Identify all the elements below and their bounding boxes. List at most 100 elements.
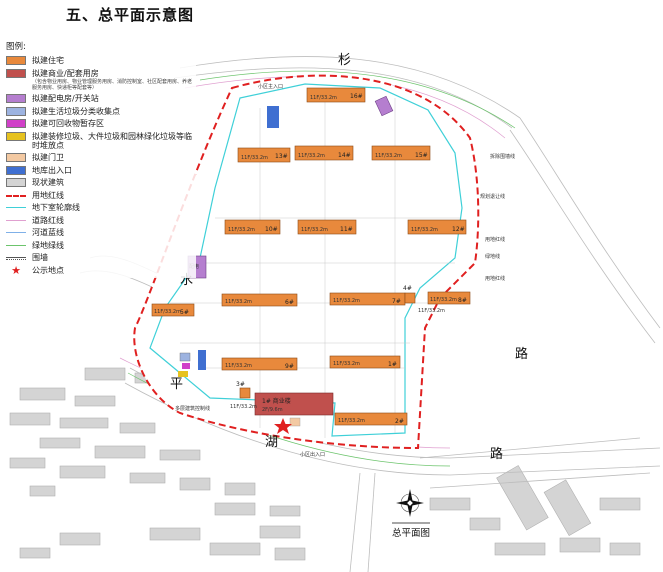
legend-label: 公示地点 [32,265,64,275]
legend-item: ★ 公示地点 [6,263,196,277]
building-data-11: 11F/33.2m [301,227,328,233]
building-5 [151,303,195,317]
legend-label: 河道蓝线 [32,228,64,237]
residential-buildings [151,87,471,426]
legend-item: 围墙 [6,253,196,262]
building-data-7: 11F/33.2m [333,298,360,304]
building-data-8: 11F/33.2m [430,297,457,303]
building-10 [224,219,281,235]
legend-item: 绿地绿线 [6,241,196,250]
legend-item: 地下室轮廓线 [6,203,196,212]
building-label-4: 4# [403,285,412,292]
building-label-14: 14# [338,152,351,159]
building-label-16: 16# [350,93,363,100]
legend-swatch [6,194,26,197]
building-data-2: 11F/33.2m [338,418,365,424]
building-12 [407,219,467,235]
star-icon: ★ [11,263,21,277]
page-title: 五、总平面示意图 [66,6,195,24]
legend-swatch [6,153,26,162]
building-data-10: 11F/33.2m [228,227,255,233]
garbage-point [179,352,191,362]
annotation-1: 拆除围墙线 [490,153,515,160]
legend-swatch [6,119,26,128]
compass-caption: 总平面图 [392,527,430,539]
existing-buildings [9,367,641,561]
building-4 [404,292,416,304]
building-data-6: 11F/33.2m [225,299,252,305]
building-data-15: 11F/33.2m [375,153,402,159]
road-label-shan: 杉 [338,53,351,68]
building-label-3: 3# [236,381,245,388]
road-label-lu-2: 路 [515,346,528,362]
legend-swatch [6,244,26,246]
bulky-waste-point [178,371,188,377]
building-16 [306,87,366,103]
building-8 [427,291,471,305]
building-label-6: 6# [285,299,294,306]
legend-item: 现状建筑 [6,178,196,187]
building-13 [237,147,291,163]
building-data-14: 11F/33.2m [298,153,325,159]
legend-label: 拟建门卫 [32,153,64,162]
building-1 [329,355,401,369]
building-14 [294,145,354,161]
legend-label: 地库出入口 [32,165,72,175]
legend-label: 地下室轮廓线 [32,203,80,212]
legend-swatch [6,207,26,208]
legend-swatch [6,94,26,103]
legend-label: 绿地绿线 [32,240,64,250]
legend-item: 道路红线 [6,216,196,225]
legend-item: 拟建装修垃圾、大件垃圾和园林绿化垃圾等临时堆放点 [6,131,196,150]
building-11 [297,219,357,235]
legend-label: 拟建可回收物暂存区 [32,119,104,128]
garage-entrance-1 [267,106,279,128]
building-3 [239,387,251,399]
legend-item: 拟建可回收物暂存区 [6,119,196,128]
building-data-3: 11F/33.2m [230,404,257,410]
building-data-4: 11F/33.2m [418,308,445,314]
legend-item: 拟建配电房/开关站 [6,94,196,103]
annotation-5: 用地红线 [485,275,505,282]
legend-swatch [6,68,26,78]
building-label-15: 15# [415,152,428,159]
building-label-7: 7# [392,298,401,305]
building-2 [334,412,408,426]
building-9 [221,357,298,371]
legend-swatch [6,165,26,175]
legend-item: 河道蓝线 [6,228,196,237]
recyclables-point [182,363,190,369]
building-label-10: 10# [265,226,278,233]
legend-label: 拟建装修垃圾、大件垃圾和园林绿化垃圾等临时堆放点 [32,131,192,150]
building-15 [371,145,431,161]
legend-swatch [6,257,26,260]
legend-label: 围墙 [32,253,48,262]
building-label-1: 1# [388,361,397,368]
legend-swatch [6,219,26,221]
legend-label: 用地红线 [32,190,64,200]
building-data-9: 11F/33.2m [225,363,252,369]
legend-item: 用地红线 [6,191,196,200]
legend: 图例: 拟建住宅拟建商业/配套用房（包含物业用房、物业管理服务用房、消防控制室、… [6,40,196,278]
legend-sublabel: （包含物业用房、物业管理服务用房、消防控制室、社区配套用房、养老服务用房、快递柜… [32,78,193,91]
building-label-9: 9# [285,363,294,370]
legend-item: 拟建商业/配套用房（包含物业用房、物业管理服务用房、消防控制室、社区配套用房、养… [6,68,196,91]
building-label-13: 13# [275,153,288,160]
legend-swatch [6,56,26,65]
annotation-6: 小区主入口 [258,83,283,90]
building-label-11: 11# [340,226,353,233]
legend-item: 地库出入口 [6,165,196,175]
building-data-13: 11F/33.2m [241,155,268,161]
legend-label: 拟建配电房/开关站 [32,94,99,103]
public-notice-star [274,418,292,434]
gate-house [289,417,301,427]
building-label-8: 8# [458,297,467,304]
building-6 [221,293,298,307]
annotation-7: 小区出入口 [300,451,325,458]
annotation-3: 用地红线 [485,236,505,243]
legend-label: 现状建筑 [32,178,64,187]
commercial-label: 1# 商业楼 [262,397,291,405]
legend-swatch [6,232,26,233]
legend-label: 拟建住宅 [32,56,64,65]
building-data-5: 11F/33.2m [154,309,181,315]
